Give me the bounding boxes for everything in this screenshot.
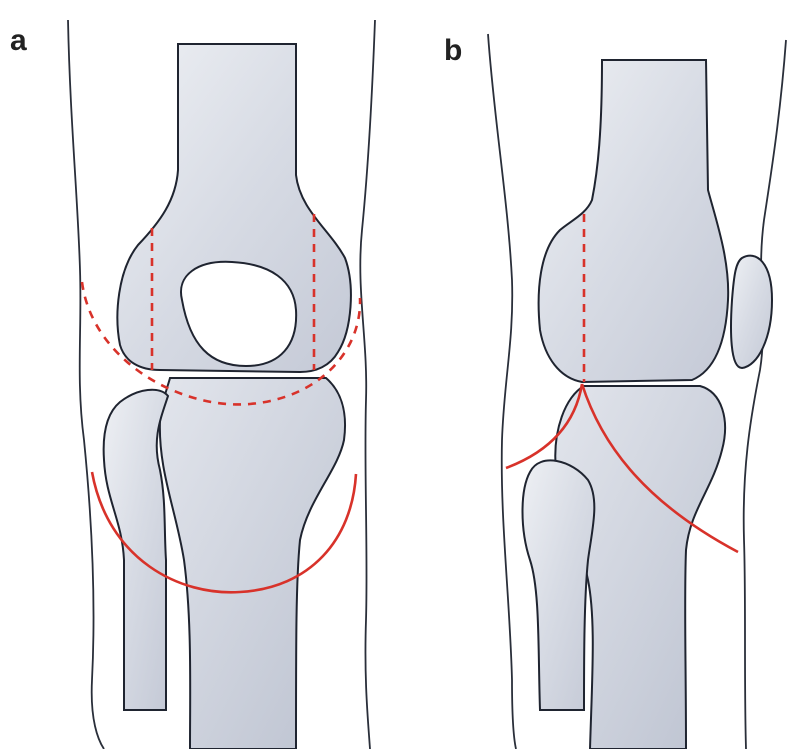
- fibula-b: [523, 460, 595, 710]
- panel-a: a: [10, 20, 375, 749]
- leg-outline-left-b: [488, 34, 516, 749]
- fibula-a: [104, 390, 168, 710]
- leg-outline-right-a: [360, 20, 375, 749]
- leg-outline-right-b: [744, 40, 786, 749]
- panel-a-label: a: [10, 24, 27, 57]
- panel-b: b: [444, 34, 786, 749]
- tibia-a: [160, 378, 345, 749]
- leg-outline-left-a: [68, 20, 104, 749]
- femur-b: [539, 60, 729, 382]
- panel-b-label: b: [444, 34, 462, 67]
- patella-b: [731, 256, 772, 368]
